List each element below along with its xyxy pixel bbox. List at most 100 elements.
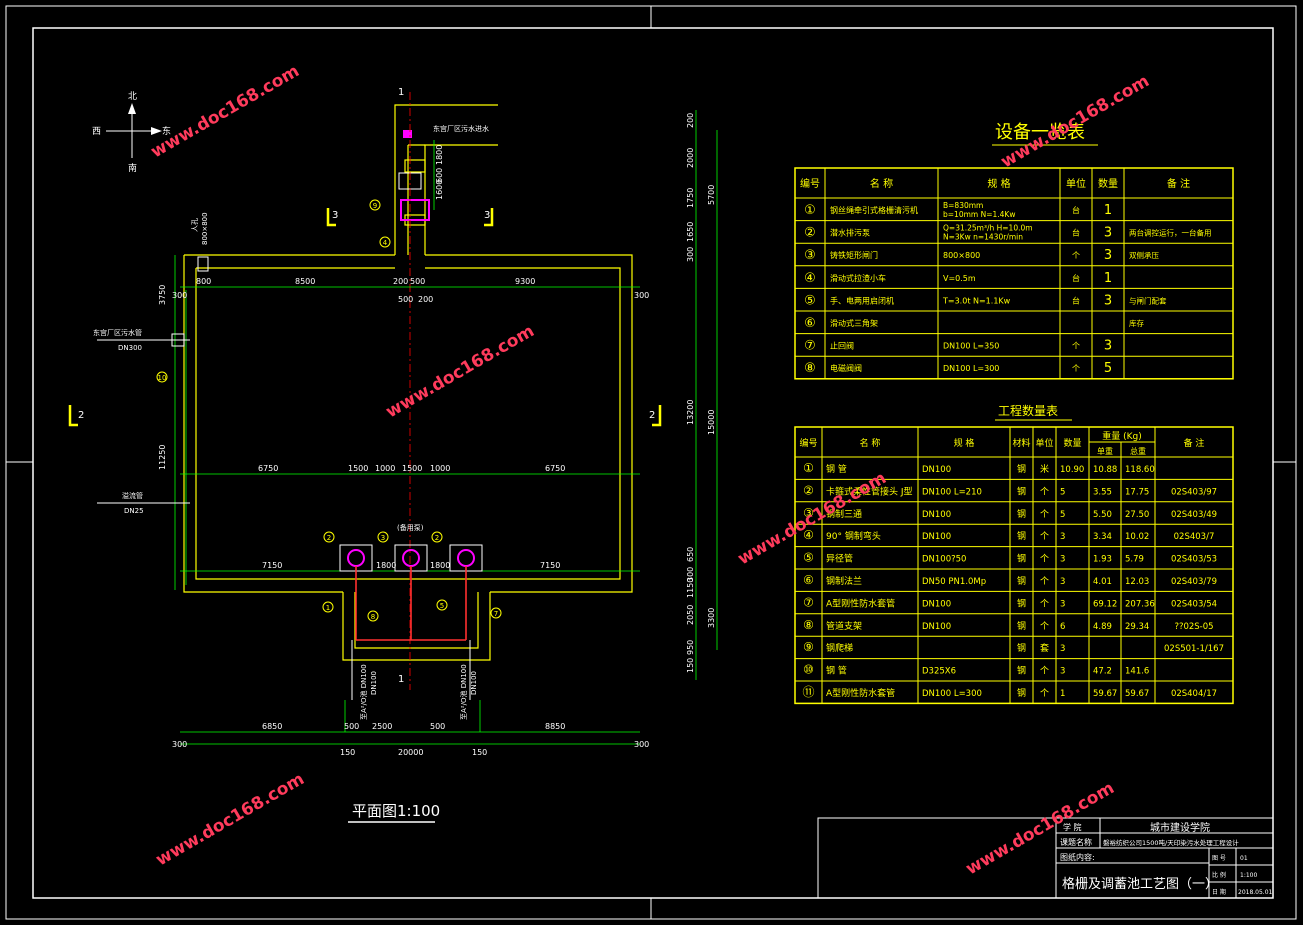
screen-machine bbox=[403, 130, 412, 138]
quantity-table-cell: 27.50 bbox=[1125, 510, 1149, 520]
equipment-table-cell: ② bbox=[804, 226, 816, 241]
equipment-table-cell: ⑤ bbox=[804, 293, 816, 308]
tank-walls bbox=[183, 104, 633, 661]
quantity-table-cell: A型刚性防水套管 bbox=[826, 687, 895, 699]
quantity-table-cell: 02S403/79 bbox=[1171, 577, 1217, 587]
inlet-pipe-size: DN300 bbox=[118, 344, 142, 352]
equipment-table-header: 编号 bbox=[800, 177, 820, 190]
equipment-table-cell: ⑦ bbox=[804, 339, 816, 354]
section-mark-label: 3 bbox=[332, 210, 338, 221]
quantity-table-cell: 10.02 bbox=[1125, 532, 1149, 542]
equipment-table-cell: 潜水排污泵 bbox=[830, 228, 870, 238]
callout-label: 10 bbox=[158, 374, 167, 382]
overflow-pipe-size: DN25 bbox=[124, 507, 144, 515]
dim-text: 1000 bbox=[430, 464, 450, 473]
quantity-table-cell: 钢 bbox=[1017, 597, 1026, 609]
equipment-table-cell: b=10mm N=1.4Kw bbox=[943, 210, 1015, 219]
quantity-table-cell: 1.93 bbox=[1093, 555, 1112, 565]
pump-label: (备用泵) bbox=[397, 523, 424, 532]
compass-west: 西 bbox=[92, 126, 101, 137]
dim-text: 300 bbox=[686, 567, 695, 582]
quantity-table-cell: 02S403/97 bbox=[1171, 487, 1217, 497]
quantity-table-header: 重量 (Kg) bbox=[1102, 430, 1142, 442]
equipment-table-cell: 1 bbox=[1104, 271, 1112, 286]
dim-text: 6750 bbox=[258, 464, 278, 473]
tb-r3k: 日 期 bbox=[1212, 888, 1226, 896]
equipment-table-cell: ④ bbox=[804, 271, 816, 286]
tb-drawing-label: 图纸内容: bbox=[1060, 852, 1095, 862]
equipment-table-cell: V=0.5m bbox=[943, 274, 976, 283]
quantity-table-cell: 个 bbox=[1040, 576, 1049, 587]
quantity-table-cell: 钢 bbox=[1017, 508, 1026, 520]
quantity-table-cell: 3 bbox=[1060, 577, 1065, 587]
quantity-table-cell: 02S403/49 bbox=[1171, 510, 1217, 520]
quantity-table-cell: 钢 bbox=[1017, 687, 1026, 699]
callout-label: 9 bbox=[373, 202, 377, 210]
quantity-table-cell: 90° 钢制弯头 bbox=[826, 530, 881, 542]
dim-text: 200 bbox=[418, 295, 433, 304]
dim-text: 300 bbox=[634, 291, 649, 300]
dim-text: 950 bbox=[686, 640, 695, 655]
quantity-table-cell: 3 bbox=[1060, 555, 1065, 565]
section-marks: 1 1 2 2 3 3 bbox=[78, 87, 655, 685]
dim-text: 8850 bbox=[545, 722, 565, 731]
quantity-table-cell: 3.55 bbox=[1093, 487, 1112, 497]
callout-label: 7 bbox=[494, 610, 498, 618]
plan-caption: 平面图1:100 bbox=[352, 802, 440, 820]
tb-r1v: 01 bbox=[1240, 855, 1248, 862]
tb-school-label: 学 院 bbox=[1063, 822, 1082, 832]
quantity-table-cell: 个 bbox=[1040, 531, 1049, 542]
equipment-table-cell: 与闸门配套 bbox=[1129, 295, 1167, 305]
equipment-table-header: 规 格 bbox=[987, 177, 1010, 190]
quantity-table-cell: 钢 bbox=[1017, 530, 1026, 542]
equipment-table-header: 名 称 bbox=[870, 177, 893, 190]
quantity-table-cell: DN100 bbox=[922, 510, 951, 520]
inlet-pipe-label: 东宫厂区污水管 bbox=[93, 328, 142, 337]
quantity-table-header: 名 称 bbox=[860, 437, 881, 449]
equipment-table-cell: 台 bbox=[1072, 205, 1080, 215]
quantity-table-cell: 4.01 bbox=[1093, 577, 1112, 587]
compass: 北 南 西 东 bbox=[92, 91, 171, 174]
dim-text: 11250 bbox=[158, 445, 167, 470]
quantity-table-cell: 12.03 bbox=[1125, 577, 1149, 587]
dim-text: 20000 bbox=[398, 748, 423, 757]
quantity-table-cell: A型刚性防水套管 bbox=[826, 597, 895, 609]
dim-text: 300 bbox=[172, 291, 187, 300]
section-mark-label: 3 bbox=[484, 210, 490, 221]
equipment-table-cell: 台 bbox=[1072, 228, 1080, 238]
equipment-table-cell: 5 bbox=[1104, 361, 1112, 376]
quantity-table-cell: D325X6 bbox=[922, 667, 956, 677]
dim-text: 150 bbox=[472, 748, 487, 757]
equipment-table-cell: B=830mm bbox=[943, 201, 983, 210]
quantity-table-cell: DN100 bbox=[922, 532, 951, 542]
quantity-table-cell: ⑧ bbox=[803, 618, 814, 632]
equipment-table-cell: 两台调控运行，一台备用 bbox=[1129, 228, 1212, 238]
equipment-table-cell: 滑动式三角架 bbox=[830, 318, 878, 328]
dim-text: 200 bbox=[393, 277, 408, 286]
quantity-table-cell: 29.34 bbox=[1125, 622, 1149, 632]
dim-text: 7150 bbox=[540, 561, 560, 570]
compass-south: 南 bbox=[128, 162, 137, 174]
gate-3 bbox=[400, 199, 430, 221]
section-mark-label: 2 bbox=[78, 410, 84, 421]
section-mark-label: 1 bbox=[398, 87, 404, 98]
callout-label: 8 bbox=[371, 613, 375, 621]
quantity-table-header: 规 格 bbox=[954, 437, 975, 449]
callout-label: 5 bbox=[440, 602, 444, 610]
equipment-table-cell: 双侧承压 bbox=[1129, 250, 1159, 260]
tb-r1k: 图 号 bbox=[1212, 855, 1226, 862]
dim-text: 500 bbox=[398, 295, 413, 304]
quantity-table-cell: 3 bbox=[1060, 644, 1065, 654]
outlet-left-label: 至A²/O池 DN100 bbox=[359, 664, 368, 720]
watermark: www.doc168.com bbox=[148, 61, 303, 162]
tb-school: 城市建设学院 bbox=[1150, 821, 1210, 834]
outlet-left-size: DN100 bbox=[370, 671, 378, 695]
dim-text: 1750 bbox=[686, 188, 695, 208]
quantity-table-title: 工程数量表 bbox=[998, 403, 1058, 418]
callout-circles bbox=[156, 199, 502, 622]
quantity-table-cell: 钢 bbox=[1017, 553, 1026, 565]
dimension-lines bbox=[174, 110, 718, 745]
dim-text: 1800 bbox=[430, 561, 450, 570]
quantity-table-cell: ② bbox=[803, 483, 814, 497]
